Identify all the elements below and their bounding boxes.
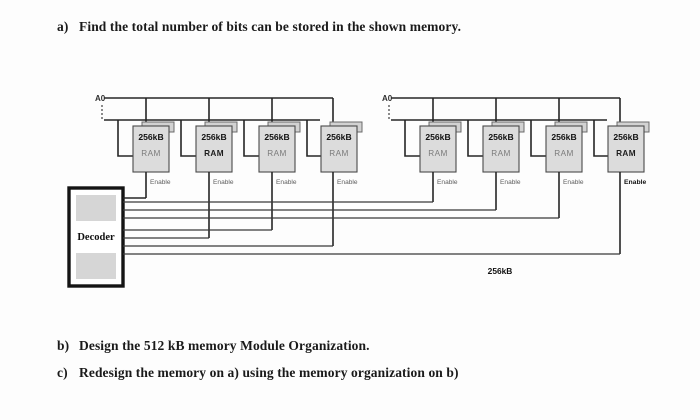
decoder-block: Decoder xyxy=(67,186,125,288)
ram-type-label: RAM xyxy=(141,149,160,158)
ram-enable-label: Enable xyxy=(624,179,647,186)
question-b: b) Design the 512 kB memory Module Organi… xyxy=(57,338,370,354)
ram-enable-label: Enable xyxy=(213,179,234,186)
question-c-text: Redesign the memory on a) using the memo… xyxy=(79,365,459,380)
decoder-output-bus xyxy=(123,197,620,255)
ram-block: 256kB RAM Enable xyxy=(545,121,588,218)
right-memory-bank: A0 256kB RAM xyxy=(382,94,650,254)
ram-size-label: 256kB xyxy=(551,132,576,142)
ram-size-label: 256kB xyxy=(138,132,163,142)
ram-type-label: RAM xyxy=(491,149,510,158)
ram-block: 256kB RAM Enable xyxy=(132,121,175,198)
ram-size-label: 256kB xyxy=(326,132,351,142)
ram-type-label: RAM xyxy=(554,149,573,158)
ram-block: 256kB RAM Enable xyxy=(258,121,301,230)
memory-decoder-diagram: A0 xyxy=(0,78,700,313)
ram-enable-label: Enable xyxy=(337,179,358,186)
ram-block: 256kB RAM Enable xyxy=(482,121,525,210)
question-b-marker: b) xyxy=(57,338,70,353)
question-c: c) Redesign the memory on a) using the me… xyxy=(57,365,459,381)
question-a: a) Find the total number of bits can be s… xyxy=(57,19,461,35)
decoder-label: Decoder xyxy=(77,232,115,243)
bottom-bus-label: 256kB xyxy=(488,266,513,276)
address-label-left: A0 xyxy=(95,94,106,103)
ram-enable-label: Enable xyxy=(437,179,458,186)
question-a-text: Find the total number of bits can be sto… xyxy=(79,19,462,34)
ram-size-label: 256kB xyxy=(425,132,450,142)
ram-size-label: 256kB xyxy=(488,132,513,142)
ram-type-label: RAM xyxy=(204,149,224,158)
ram-enable-label: Enable xyxy=(150,179,171,186)
ram-type-label: RAM xyxy=(329,149,348,158)
ram-enable-label: Enable xyxy=(276,179,297,186)
ram-block: 256kB RAM Enable xyxy=(419,121,462,202)
ram-type-label: RAM xyxy=(267,149,286,158)
ram-size-label: 256kB xyxy=(201,132,226,142)
ram-enable-label: Enable xyxy=(563,179,584,186)
ram-block: 256kB RAM Enable xyxy=(607,121,650,254)
question-b-text: Design the 512 kB memory Module Organiza… xyxy=(79,338,370,353)
ram-type-label: RAM xyxy=(616,149,636,158)
ram-type-label: RAM xyxy=(428,149,447,158)
question-a-marker: a) xyxy=(57,19,69,34)
ram-enable-label: Enable xyxy=(500,179,521,186)
question-c-marker: c) xyxy=(57,365,68,380)
address-label-right: A0 xyxy=(382,94,393,103)
ram-block: 256kB RAM Enable xyxy=(195,121,238,238)
left-memory-bank: A0 xyxy=(95,94,363,246)
ram-block: 256kB RAM Enable xyxy=(320,121,363,246)
ram-size-label: 256kB xyxy=(613,132,638,142)
ram-size-label: 256kB xyxy=(264,132,289,142)
